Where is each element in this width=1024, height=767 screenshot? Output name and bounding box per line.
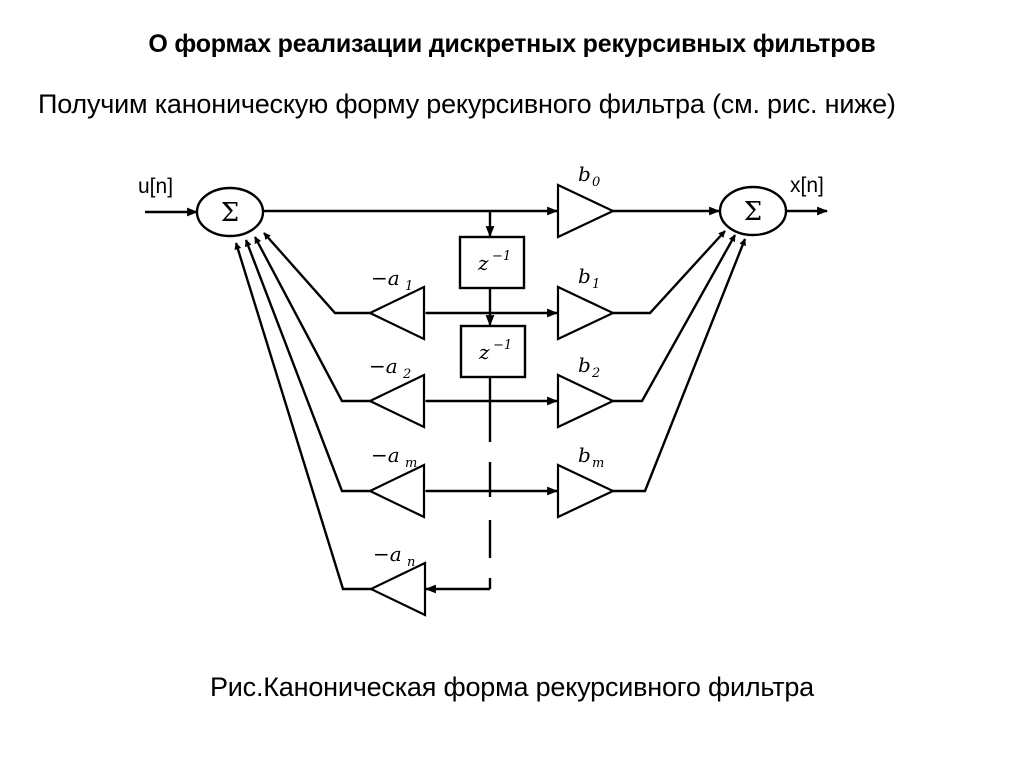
svg-text:b: b <box>578 264 591 288</box>
gain-b2 <box>556 373 616 429</box>
svg-text:0: 0 <box>592 175 600 190</box>
input-summing-node: Σ <box>195 186 265 238</box>
svg-text:z: z <box>477 251 489 275</box>
svg-text:n: n <box>407 555 415 570</box>
svg-text:z: z <box>478 340 490 364</box>
gain-bm <box>556 463 616 519</box>
label-minus-am: −a m <box>371 443 417 471</box>
feedforward-path-2 <box>613 234 737 403</box>
svg-text:m: m <box>592 456 604 471</box>
svg-text:2: 2 <box>402 367 411 382</box>
svg-text:1: 1 <box>592 277 600 292</box>
svg-text:2: 2 <box>591 366 600 381</box>
feedforward-path-m <box>613 238 747 493</box>
svg-text:b: b <box>578 162 591 186</box>
svg-text:−a: −a <box>369 354 398 378</box>
delay-block-2: z −1 <box>459 324 527 379</box>
svg-text:m: m <box>405 456 417 471</box>
feedback-path-n <box>234 242 371 591</box>
svg-text:1: 1 <box>405 279 413 294</box>
label-b1: b 1 <box>578 264 600 292</box>
svg-text:−a: −a <box>371 443 400 467</box>
label-minus-a2: −a 2 <box>369 354 411 382</box>
gain-minus-a2 <box>367 373 426 429</box>
feedback-path-1 <box>263 232 370 315</box>
gain-minus-an <box>368 561 427 617</box>
input-label: u[n] <box>138 175 173 198</box>
feedback-path-2 <box>253 236 370 403</box>
slide-title: О формах реализации дискретных рекурсивн… <box>148 30 876 58</box>
svg-text:−a: −a <box>371 266 400 290</box>
svg-text:−a: −a <box>373 542 402 566</box>
gain-minus-am <box>367 463 426 519</box>
sigma-icon: Σ <box>744 197 762 227</box>
label-minus-a1: −a 1 <box>371 266 413 294</box>
sigma-icon: Σ <box>221 198 239 228</box>
intro-text: Получим каноническую форму рекурсивного … <box>38 89 896 119</box>
label-b2: b 2 <box>578 353 600 381</box>
output-summing-node: Σ <box>718 185 788 237</box>
svg-text:−1: −1 <box>493 338 512 353</box>
svg-text:b: b <box>578 443 591 467</box>
svg-text:b: b <box>578 353 591 377</box>
figure-caption: Рис.Каноническая форма рекурсивного филь… <box>209 672 814 702</box>
label-bm: b m <box>578 443 604 471</box>
gain-b0 <box>556 183 616 239</box>
label-minus-an: −a n <box>373 542 415 570</box>
feedback-path-m <box>244 239 370 493</box>
gain-b1 <box>556 285 616 341</box>
output-label: x[n] <box>790 174 824 197</box>
label-b0: b 0 <box>578 162 600 190</box>
gain-minus-a1 <box>367 285 426 341</box>
delay-block-1: z −1 <box>458 235 526 290</box>
svg-text:−1: −1 <box>492 249 511 264</box>
feedforward-path-1 <box>613 230 726 315</box>
